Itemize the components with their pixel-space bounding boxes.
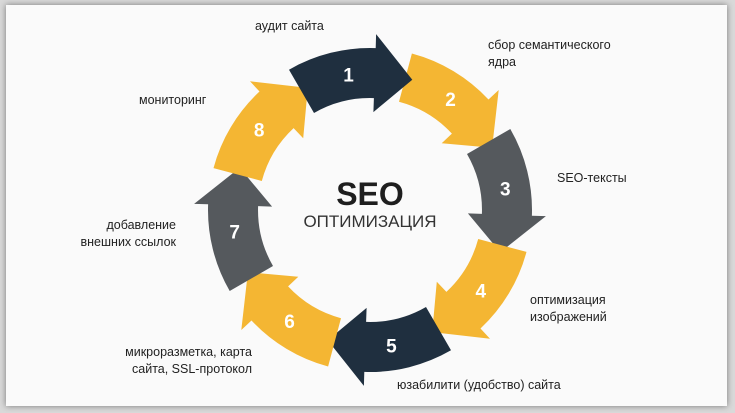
step-3-arrow — [467, 129, 546, 253]
step-2-number: 2 — [445, 90, 456, 111]
step-6-number: 6 — [284, 312, 295, 333]
step-4-label-line2: изображений — [530, 310, 607, 324]
step-2-label: сбор семантического ядра — [488, 37, 611, 71]
step-5-arrow — [327, 307, 451, 386]
center-subtitle: ОПТИМИЗАЦИЯ — [303, 212, 437, 231]
step-5-label: юзабилити (удобство) сайта — [397, 378, 561, 392]
step-8-arrow — [213, 81, 308, 181]
step-6-label: микроразметка, карта сайта, SSL-протокол — [125, 344, 252, 378]
step-7-label-line2: внешних ссылок — [80, 235, 176, 249]
step-4-arrow — [432, 239, 527, 339]
step-6-label-line2: сайта, SSL-протокол — [132, 362, 252, 376]
step-1-arrow — [289, 34, 413, 113]
step-2-label-line1: сбор семантического — [488, 38, 611, 52]
step-6-arrow — [241, 272, 341, 367]
step-1-number: 1 — [343, 66, 354, 87]
step-2-arrow — [399, 53, 499, 148]
step-3-label: SEO-тексты — [557, 171, 627, 185]
step-6-label-line1: микроразметка, карта — [125, 345, 252, 359]
step-8-number: 8 — [254, 121, 265, 142]
step-7-label: добавление внешних ссылок — [81, 217, 176, 251]
step-4-label: оптимизация изображений — [530, 292, 607, 326]
step-7-label-line1: добавление — [106, 218, 176, 232]
step-7-number: 7 — [229, 222, 240, 243]
step-3-number: 3 — [500, 180, 511, 201]
step-8-label: мониторинг — [139, 93, 207, 107]
center-title: SEO — [336, 176, 404, 212]
step-4-number: 4 — [476, 282, 487, 303]
step-4-label-line1: оптимизация — [530, 293, 606, 307]
step-1-label: аудит сайта — [255, 19, 324, 33]
step-2-label-line2: ядра — [488, 55, 516, 69]
step-5-number: 5 — [386, 336, 397, 357]
step-7-arrow — [194, 167, 273, 291]
